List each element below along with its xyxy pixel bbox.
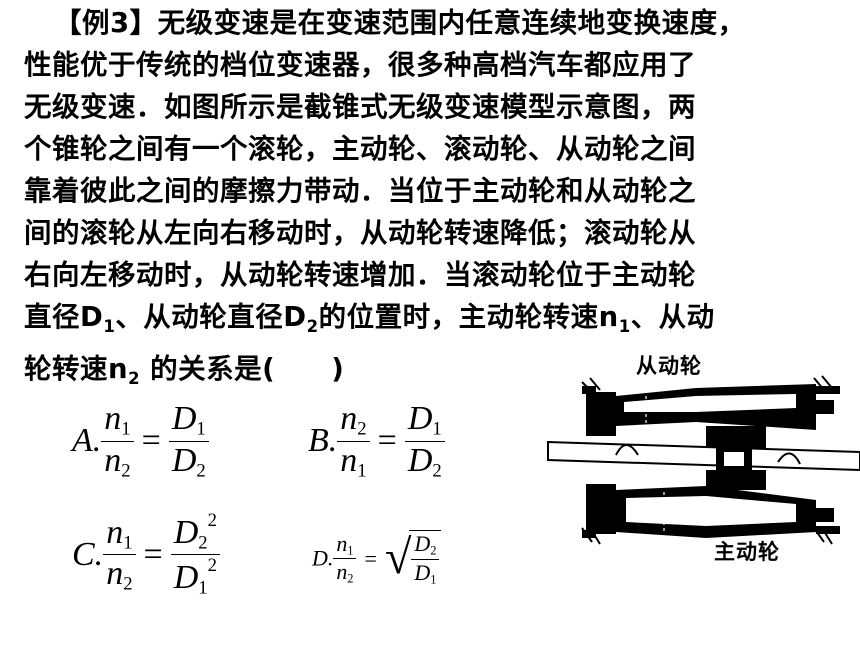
driving-cone	[581, 484, 840, 545]
problem-line-2: 性能优于传统的档位变速器，很多种高档汽车都应用了	[24, 49, 696, 81]
problem-line-3: 无级变速．如图所示是截锥式无级变速模型示意图，两	[24, 91, 696, 123]
example-tag: 【例3】	[54, 7, 158, 39]
problem-line-7: 右向左移动时，从动轮转速增加．当滚动轮位于主动轮	[24, 259, 696, 291]
cvt-drawing	[547, 375, 860, 545]
driven-cone	[581, 375, 840, 436]
roller	[706, 426, 766, 490]
problem-line-1: 【例3】无级变速是在变速范围内任意连续地变换速度，	[54, 7, 746, 39]
problem-text: 【例3】无级变速是在变速范围内任意连续地变换速度， 性能优于传统的档位变速器，很…	[24, 2, 860, 400]
driven-wheel-label: 从动轮	[636, 354, 702, 378]
problem-line-8: 直径D1、从动轮直径D2的位置时，主动轮转速n1、从动	[24, 301, 715, 336]
cone-cvt-diagram: 从动轮 主动轮	[546, 352, 860, 582]
main-shaft	[547, 440, 860, 472]
problem-line-9: 轮转速n2 的关系是( )	[24, 352, 345, 388]
problem-line-6: 间的滚轮从左向右移动时，从动轮转速降低；滚动轮从	[24, 217, 696, 249]
problem-line-4: 个锥轮之间有一个滚轮，主动轮、滚动轮、从动轮之间	[24, 133, 696, 165]
problem-line-5: 靠着彼此之间的摩擦力带动．当位于主动轮和从动轮之	[24, 175, 696, 207]
driving-wheel-label: 主动轮	[714, 540, 780, 564]
